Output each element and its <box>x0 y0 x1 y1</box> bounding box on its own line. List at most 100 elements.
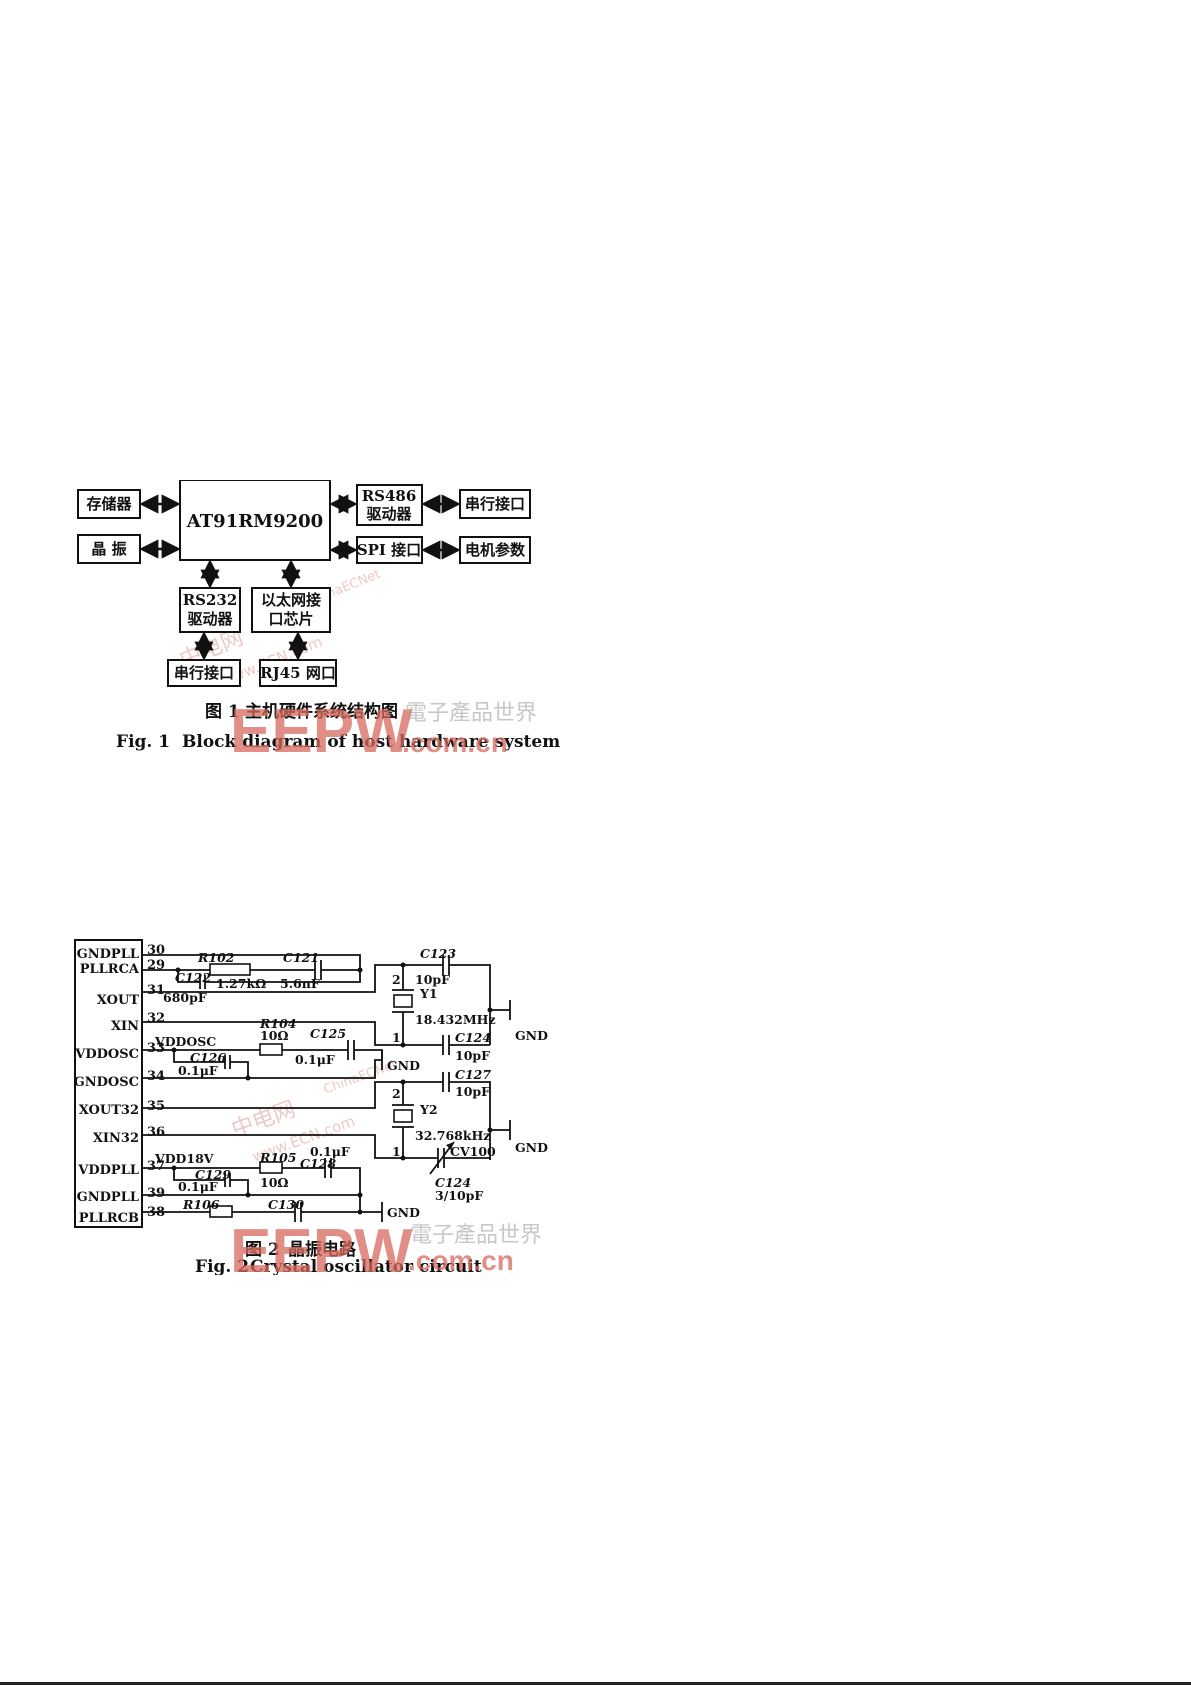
component-labels: R102 1.27kΩ C121 5.6nF C122 680pF C123 1… <box>154 946 548 1220</box>
r102-label: R102 <box>197 950 235 965</box>
y2-pin1: 1 <box>392 1144 401 1159</box>
eepw-watermark-1: EEPW .com.cn 電子產品世界 <box>230 697 537 766</box>
c123-label: C123 <box>420 946 456 961</box>
ethernet-label-1: 以太网接 <box>261 591 321 609</box>
pin-name: PLLRCB <box>79 1211 139 1226</box>
c123-value: 10pF <box>415 972 450 987</box>
fig2-caption-cn-num: 图 2 <box>245 1240 280 1260</box>
y1-pin2: 2 <box>392 972 401 987</box>
rs232-block <box>179 587 241 633</box>
pin-number: 32 <box>147 1011 165 1026</box>
spi-label: SPI 接口 <box>357 541 421 559</box>
pin-number: 31 <box>147 983 165 998</box>
c121-label: C121 <box>283 950 319 965</box>
rs486-label-1: RS486 <box>362 487 417 505</box>
c129-label: C129 <box>195 1167 231 1182</box>
serial-bottom-block <box>167 659 241 687</box>
rs232-label-2: 驱动器 <box>187 610 233 628</box>
chip-body <box>74 939 143 1228</box>
rs486-label-2: 驱动器 <box>366 505 412 523</box>
pin-name: XOUT <box>97 993 140 1008</box>
c127-value: 10pF <box>455 1084 490 1099</box>
c128-value: 0.1μF <box>310 1144 350 1159</box>
r105-label: R105 <box>259 1150 296 1165</box>
c128-label: C128 <box>300 1156 336 1171</box>
svg-text:電子產品世界: 電子產品世界 <box>410 1223 542 1248</box>
r104-value: 10Ω <box>260 1028 289 1043</box>
ethernet-label-2: 口芯片 <box>268 610 313 628</box>
serial-right-label: 串行接口 <box>465 495 525 513</box>
r105-value: 10Ω <box>260 1175 289 1190</box>
block-arrows <box>139 494 461 661</box>
gnd-label-4: GND <box>387 1205 420 1220</box>
c122-label: C122 <box>175 970 211 985</box>
pin-name: VDDOSC <box>74 1047 139 1062</box>
svg-text:.com.cn: .com.cn <box>408 1245 514 1275</box>
c129-value: 0.1μF <box>178 1179 218 1194</box>
fig1-caption-cn-num: 图 1 <box>205 702 240 722</box>
c125-label: C125 <box>310 1026 346 1041</box>
gnd-label-3: GND <box>515 1140 548 1155</box>
figure-1-block-diagram: 中电网 ChinaECNet www.ECN.com 存储器 晶 振 AT91R… <box>77 480 560 766</box>
fig1-caption-cn: 主机硬件系统结构图 <box>245 701 398 722</box>
c130-label: C130 <box>268 1197 304 1212</box>
gnd-label-1: GND <box>515 1028 548 1043</box>
pin-number: 37 <box>147 1159 165 1174</box>
cpu-block <box>179 480 331 561</box>
pin-number: 39 <box>147 1186 165 1201</box>
rs232-label-1: RS232 <box>183 591 238 609</box>
c124b-label: C124 <box>435 1175 471 1190</box>
c127-label: C127 <box>455 1067 491 1082</box>
pin-name: XIN32 <box>93 1131 139 1146</box>
c126-value: 0.1μF <box>178 1063 218 1078</box>
pin-name: XIN <box>111 1019 139 1034</box>
c125-value: 0.1μF <box>295 1052 335 1067</box>
y2-pin2: 2 <box>392 1086 401 1101</box>
vddosc-label: VDDOSC <box>154 1034 216 1049</box>
pin-name: GNDPLL <box>77 1190 139 1205</box>
cv100-label: CV100 <box>450 1144 496 1159</box>
fig2-caption-en-num: Fig. 2 <box>195 1257 249 1275</box>
ethernet-block <box>251 587 331 633</box>
fig1-caption-en: Block diagram of host hardware system <box>182 732 560 752</box>
svg-text:.com.cn: .com.cn <box>402 727 508 758</box>
rj45-block <box>259 659 337 687</box>
rj45-label: RJ45 网口 <box>260 664 336 682</box>
y1-pin1: 1 <box>392 1030 401 1045</box>
y2-label: Y2 <box>419 1102 438 1117</box>
y1-value: 18.432MHz <box>415 1012 496 1027</box>
pin-number: 34 <box>147 1069 165 1084</box>
c121-value: 5.6nF <box>280 976 320 991</box>
pin-name: PLLRCA <box>80 962 140 977</box>
crystal-block <box>77 534 141 564</box>
crystal-label: 晶 振 <box>91 540 126 558</box>
svg-text:電子產品世界: 電子產品世界 <box>405 701 537 726</box>
page-bottom-rule <box>0 1682 1191 1685</box>
spi-block <box>356 536 423 564</box>
memory-label: 存储器 <box>86 495 132 513</box>
pin-name: GNDOSC <box>74 1075 139 1090</box>
r104-label: R104 <box>259 1016 296 1031</box>
circuit-wires <box>142 954 511 1222</box>
pin-number: 35 <box>147 1099 165 1114</box>
vdd18v-label: VDD18V <box>154 1151 214 1166</box>
fig1-caption-en-num: Fig. 1 <box>116 732 170 752</box>
y1-label: Y1 <box>419 986 438 1001</box>
motor-params-label: 电机参数 <box>465 541 526 559</box>
c124b-value: 3/10pF <box>435 1188 483 1203</box>
gnd-label-2: GND <box>387 1058 420 1073</box>
c124a-value: 10pF <box>455 1048 490 1063</box>
figure-2-crystal-circuit: 中电网 ChinaECNet www.ECN.com GNDPLL 30 PLL… <box>74 939 548 1275</box>
pin-labels: GNDPLL 30 PLLRCA 29 XOUT 31 XIN 32 VDDOS… <box>74 943 165 1226</box>
r106-label: R106 <box>182 1197 220 1212</box>
pin-name: VDDPLL <box>77 1163 139 1178</box>
cpu-label: AT91RM9200 <box>186 511 323 532</box>
eepw-watermark-2: EEPW .com.cn 電子產品世界 <box>230 1217 542 1275</box>
c126-label: C126 <box>190 1050 226 1065</box>
serial-bottom-label: 串行接口 <box>174 664 234 682</box>
svg-text:EEPW: EEPW <box>230 1217 413 1275</box>
r102-value: 1.27kΩ <box>216 976 266 991</box>
fig2-caption-cn: 晶振电路 <box>288 1239 357 1260</box>
svg-text:EEPW: EEPW <box>230 697 413 766</box>
pin-number: 36 <box>147 1125 165 1140</box>
